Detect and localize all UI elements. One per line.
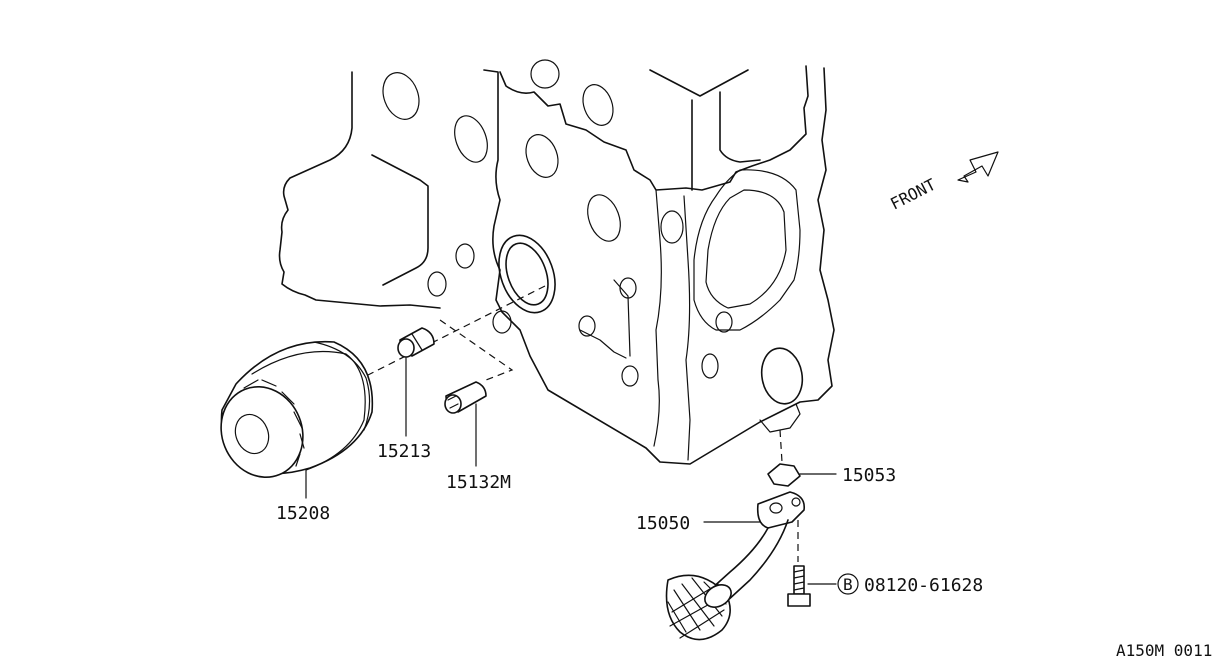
- front-indicator: FRONT: [887, 151, 999, 214]
- front-label: FRONT: [887, 175, 939, 214]
- bolt-08120-61628: [787, 565, 811, 607]
- label-15053: 15053: [842, 465, 896, 486]
- label-15132m: 15132M: [446, 472, 511, 493]
- engine-block: [278, 59, 835, 465]
- bolt-marker-circle: [837, 573, 859, 595]
- label-15213: 15213: [377, 441, 431, 462]
- alignment-lines: [361, 285, 799, 562]
- gasket-15053: [767, 463, 801, 487]
- front-arrow-icon: [957, 151, 999, 183]
- diagram-code: A150M 0011: [1116, 641, 1212, 660]
- oil-filter-15208: [220, 340, 374, 479]
- stud-15132m: [444, 381, 487, 414]
- bolt-marker-letter: B: [843, 575, 853, 594]
- label-15208: 15208: [276, 503, 330, 524]
- label-15050: 15050: [636, 513, 690, 534]
- label-08120-61628: 08120-61628: [864, 575, 983, 596]
- connector-15213: [397, 327, 435, 358]
- strainer-15050: [665, 491, 806, 641]
